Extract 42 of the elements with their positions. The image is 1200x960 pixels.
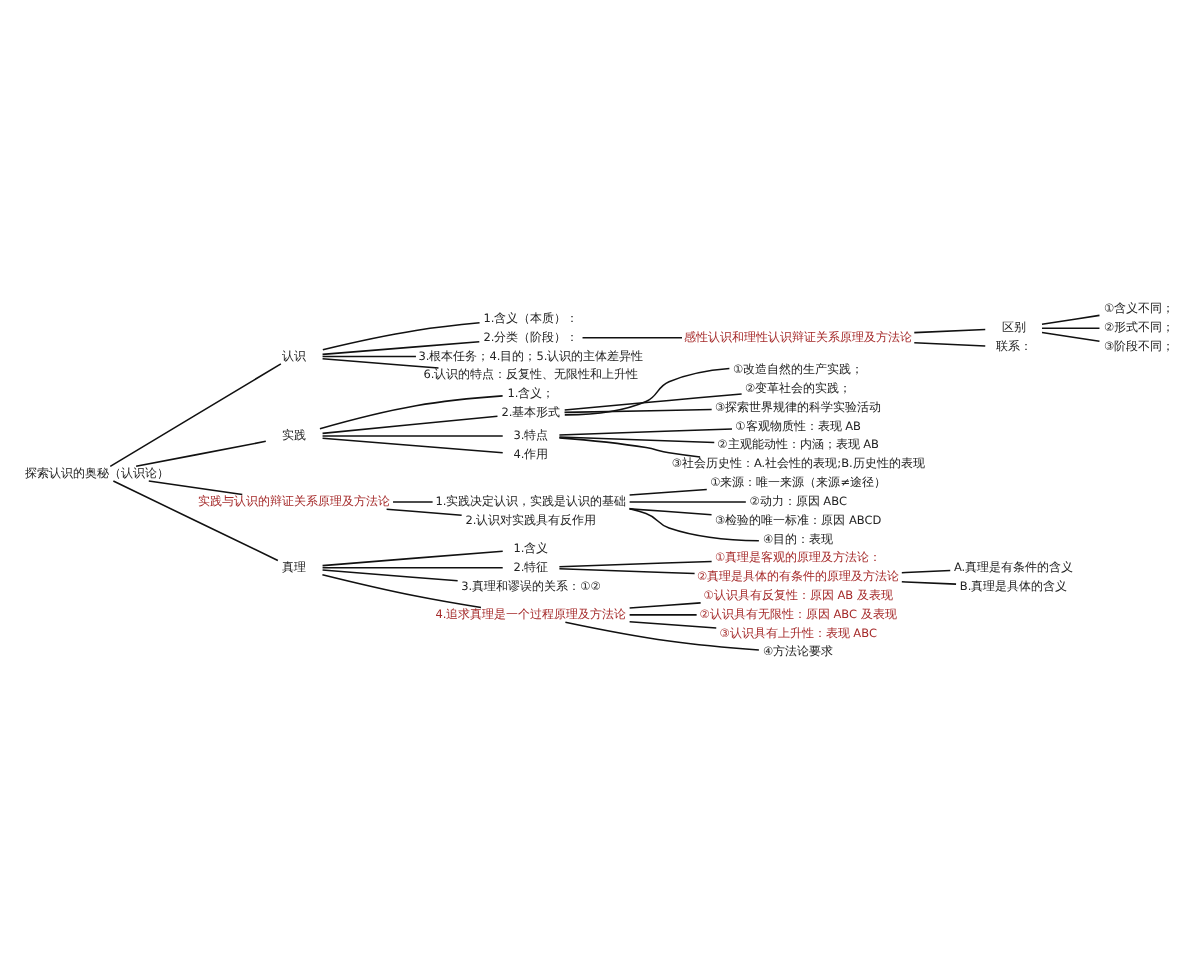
connector: [628, 487, 708, 495]
connector: [321, 566, 504, 568]
connector: [1041, 326, 1101, 329]
connector: [321, 340, 481, 355]
connector: [112, 479, 279, 561]
connector: [913, 341, 987, 346]
connector: [628, 506, 760, 541]
connector: [558, 436, 701, 457]
connector: [322, 320, 481, 350]
connector: [109, 362, 282, 467]
connector: [321, 414, 499, 434]
connector: [628, 500, 747, 502]
connector: [628, 620, 718, 628]
connector: [581, 335, 683, 338]
connector: [385, 507, 463, 516]
connector: [1041, 313, 1101, 324]
connector: [563, 392, 743, 410]
connector: [558, 435, 716, 443]
connector: [135, 439, 267, 467]
connector: [321, 549, 504, 566]
connector: [321, 568, 459, 581]
connector: [558, 559, 713, 567]
connector: [564, 366, 731, 415]
connector: [321, 436, 504, 453]
connector: [319, 394, 504, 429]
connector: [148, 479, 244, 495]
connector: [392, 500, 434, 502]
connector: [901, 568, 952, 573]
connector: [564, 620, 760, 650]
connector: [321, 354, 417, 357]
connector: [628, 507, 713, 515]
connector: [1041, 330, 1101, 342]
connector: [321, 434, 504, 436]
connector: [628, 601, 702, 608]
connector: [563, 407, 713, 413]
connector: [321, 572, 482, 608]
connector: [913, 327, 987, 333]
connector: [321, 356, 440, 368]
connector: [558, 427, 733, 435]
connector: [901, 579, 957, 584]
connector: [628, 613, 698, 615]
connector: [558, 567, 696, 574]
